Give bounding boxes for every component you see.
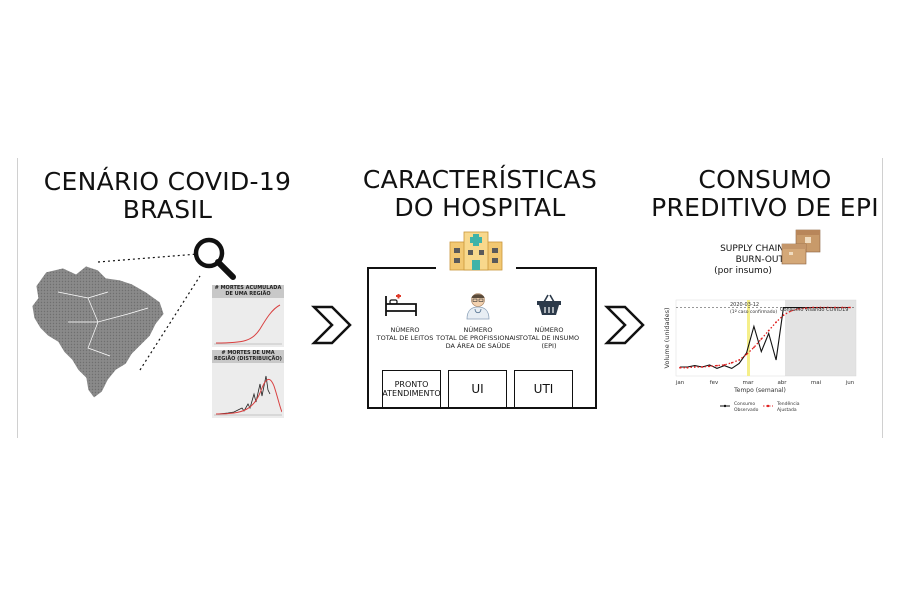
x-tick-label: mar — [743, 380, 755, 386]
section-title-covid: CENÁRIO COVID-19 BRASIL — [30, 168, 305, 224]
section-title-hospital: CARACTERÍSTICAS DO HOSPITAL — [345, 166, 615, 222]
x-tick-label: mai — [811, 380, 822, 386]
indicator-supply-label: NÚMERO TOTAL DE INSUMO (EPI) — [518, 326, 580, 350]
unit-emergency-line1: PRONTO — [394, 380, 429, 389]
legend-trend-line1: Tendência — [776, 400, 800, 407]
annotation-first-case: (1º caso confirmado) — [730, 309, 777, 315]
legend-trend-line2: Ajustada — [777, 407, 797, 413]
indicator-supply-line1: NÚMERO — [534, 326, 564, 334]
series-point — [797, 308, 800, 310]
unit-uti-label: UTI — [533, 382, 554, 396]
series-point — [760, 338, 763, 340]
unit-box-emergency: PRONTO ATENDIMENTO — [382, 370, 441, 408]
supply-line3: (por insumo) — [714, 266, 772, 276]
indicator-staff-line2: TOTAL DE PROFISSIONAIS — [436, 334, 520, 342]
indicator-staff-line1: NÚMERO — [463, 326, 493, 334]
mini-chart-distribution-label: # MORTES DE UMA REGIÃO (DISTRIBUIÇÃO) — [212, 350, 284, 363]
series-line-0 — [680, 306, 850, 370]
series-point — [701, 366, 704, 368]
magnifier-icon — [193, 237, 236, 280]
epi-consumption-chart: 2020-03-12 (1º caso confirmado) Consumo … — [663, 299, 857, 413]
series-point — [686, 366, 689, 369]
chart-ylabel: Volume (unidades) — [663, 308, 671, 369]
mini-chart-distribution: # MORTES DE UMA REGIÃO (DISTRIBUIÇÃO) — [212, 350, 284, 418]
indicator-beds-label: NÚMERO TOTAL DE LEITOS — [370, 326, 440, 342]
mini-chart-distribution-curve — [214, 375, 282, 416]
unit-ui-label: UI — [471, 382, 484, 396]
series-point — [723, 364, 726, 366]
indicator-supply-line3: (EPI) — [541, 342, 557, 350]
series-point — [782, 314, 785, 317]
x-tick-label: jan — [675, 380, 685, 386]
x-tick-label: fev — [710, 380, 719, 386]
x-tick-label: jun — [845, 380, 855, 386]
series-point — [841, 306, 844, 309]
annotation-date: 2020-03-12 — [730, 302, 759, 308]
covid-title-line1: CENÁRIO COVID-19 — [43, 167, 292, 196]
indicator-staff-line3: DA ÁREA DE SAÚDE — [445, 342, 511, 350]
hospital-bed-icon — [385, 294, 417, 316]
chevron-right-icon — [603, 305, 645, 345]
series-point — [730, 361, 733, 364]
series-point — [767, 329, 770, 332]
covid-shaded-region — [785, 300, 856, 376]
x-tick-label: abr — [777, 380, 787, 386]
legend-observed-line1: Consumo — [734, 401, 755, 407]
unit-box-ui: UI — [448, 370, 507, 408]
series-point — [826, 306, 829, 309]
first-case-highlight — [747, 300, 750, 376]
chevron-right-icon — [310, 305, 352, 345]
series-point — [745, 353, 748, 356]
doctor-icon — [466, 293, 490, 320]
hospital-title-line2: DO HOSPITAL — [394, 193, 566, 222]
annotation-covid-consumption: Consumo visando COVID19 — [780, 307, 848, 313]
boxes-icon — [781, 229, 821, 265]
unit-box-uti: UTI — [514, 370, 573, 408]
series-point — [693, 366, 696, 368]
series-point — [716, 364, 718, 367]
supply-chain-label: SUPPLY CHAIN BURN-OUT (por insumo) — [676, 244, 784, 277]
legend-observed-line2: Observado — [734, 407, 759, 413]
series-point — [738, 359, 741, 361]
series-point — [708, 365, 711, 368]
indicator-beds-line2: TOTAL DE LEITOS — [376, 334, 434, 342]
series-point — [804, 307, 807, 310]
right-border — [882, 158, 883, 438]
supply-line2: BURN-OUT — [735, 255, 784, 265]
legend-observed-dot — [723, 404, 727, 408]
series-point — [849, 306, 851, 309]
indicator-supply-line2: TOTAL DE INSUMO — [518, 334, 580, 342]
hospital-frame — [367, 267, 597, 409]
mini-chart-cumulative-curve — [214, 304, 282, 345]
series-point — [812, 306, 814, 309]
indicator-staff-label: NÚMERO TOTAL DE PROFISSIONAIS DA ÁREA DE… — [430, 326, 526, 350]
brazil-map-icon — [31, 265, 165, 399]
mini-chart-cumulative-label: # MORTES ACUMULADA DE UMA REGIÃO — [212, 285, 284, 298]
series-point — [753, 346, 755, 349]
epi-title-line1: CONSUMO — [698, 165, 832, 194]
series-point — [819, 306, 822, 309]
hospital-building-icon — [449, 231, 503, 271]
mini-chart-cumulative: # MORTES ACUMULADA DE UMA REGIÃO — [212, 285, 284, 347]
left-border — [17, 158, 18, 438]
legend-trend-dot — [766, 404, 770, 408]
series-point — [834, 306, 837, 309]
series-point — [679, 366, 681, 369]
chart-xlabel: Tempo (semanal) — [733, 387, 786, 394]
covid-title-line2: BRASIL — [122, 195, 213, 224]
series-point — [775, 321, 777, 324]
epi-title-line2: PREDITIVO DE EPI — [651, 193, 879, 222]
supply-line1: SUPPLY CHAIN — [720, 244, 784, 254]
section-title-epi: CONSUMO PREDITIVO DE EPI — [640, 166, 890, 222]
zoom-connector-lines — [97, 253, 201, 371]
series-point — [789, 310, 792, 312]
unit-emergency-line2: ATENDIMENTO — [382, 389, 441, 398]
indicator-beds-line1: NÚMERO — [390, 326, 420, 334]
hospital-title-line1: CARACTERÍSTICAS — [362, 165, 598, 194]
series-line-1 — [680, 306, 850, 369]
basket-icon — [537, 294, 561, 315]
